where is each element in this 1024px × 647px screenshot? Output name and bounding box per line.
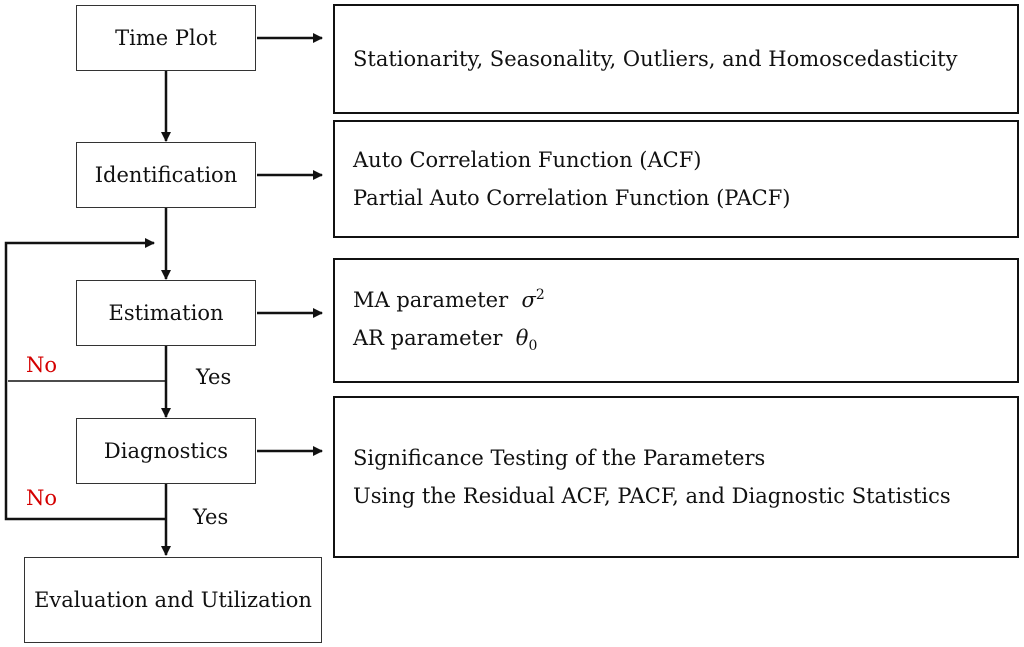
detail-diagnostics-significance: Significance Testing of the Parameters [353, 446, 766, 470]
step-evaluation-label: Evaluation and Utilization [34, 588, 312, 612]
detail-time-plot-line: Stationarity, Seasonality, Outliers, and… [353, 47, 958, 71]
theta-symbol: θ [515, 325, 529, 350]
estimation-no-label: No [26, 353, 58, 377]
step-identification: Identification [76, 142, 256, 208]
step-diagnostics-label: Diagnostics [103, 439, 229, 463]
step-estimation-label: Estimation [108, 301, 224, 325]
detail-identification: Auto Correlation Function (ACF) Partial … [333, 120, 1019, 238]
step-identification-label: Identification [94, 163, 238, 187]
detail-diagnostics: Significance Testing of the Parameters U… [333, 396, 1019, 558]
detail-estimation-ar: AR parameter θ0 [353, 319, 1017, 365]
sigma-superscript: 2 [535, 286, 545, 303]
step-time-plot: Time Plot [76, 5, 256, 71]
step-time-plot-label: Time Plot [115, 26, 217, 50]
theta-subscript: 0 [528, 338, 538, 355]
ar-parameter-text: AR parameter [353, 325, 503, 350]
ma-parameter-text: MA parameter [353, 287, 509, 312]
diagnostics-no-label: No [26, 486, 58, 510]
detail-time-plot: Stationarity, Seasonality, Outliers, and… [333, 4, 1019, 114]
detail-identification-pacf: Partial Auto Correlation Function (PACF) [353, 186, 791, 210]
step-evaluation: Evaluation and Utilization [24, 557, 322, 643]
detail-identification-acf: Auto Correlation Function (ACF) [353, 148, 702, 172]
step-estimation: Estimation [76, 280, 256, 346]
detail-diagnostics-residual: Using the Residual ACF, PACF, and Diagno… [353, 484, 951, 508]
step-diagnostics: Diagnostics [76, 418, 256, 484]
estimation-yes-label: Yes [196, 365, 232, 389]
detail-estimation-ma: MA parameter σ2 [353, 276, 1017, 319]
diagnostics-no-feedback-loop [4, 238, 166, 521]
detail-estimation: MA parameter σ2 AR parameter θ0 [333, 258, 1019, 383]
sigma-symbol: σ [521, 287, 536, 312]
diagnostics-yes-label: Yes [193, 505, 229, 529]
